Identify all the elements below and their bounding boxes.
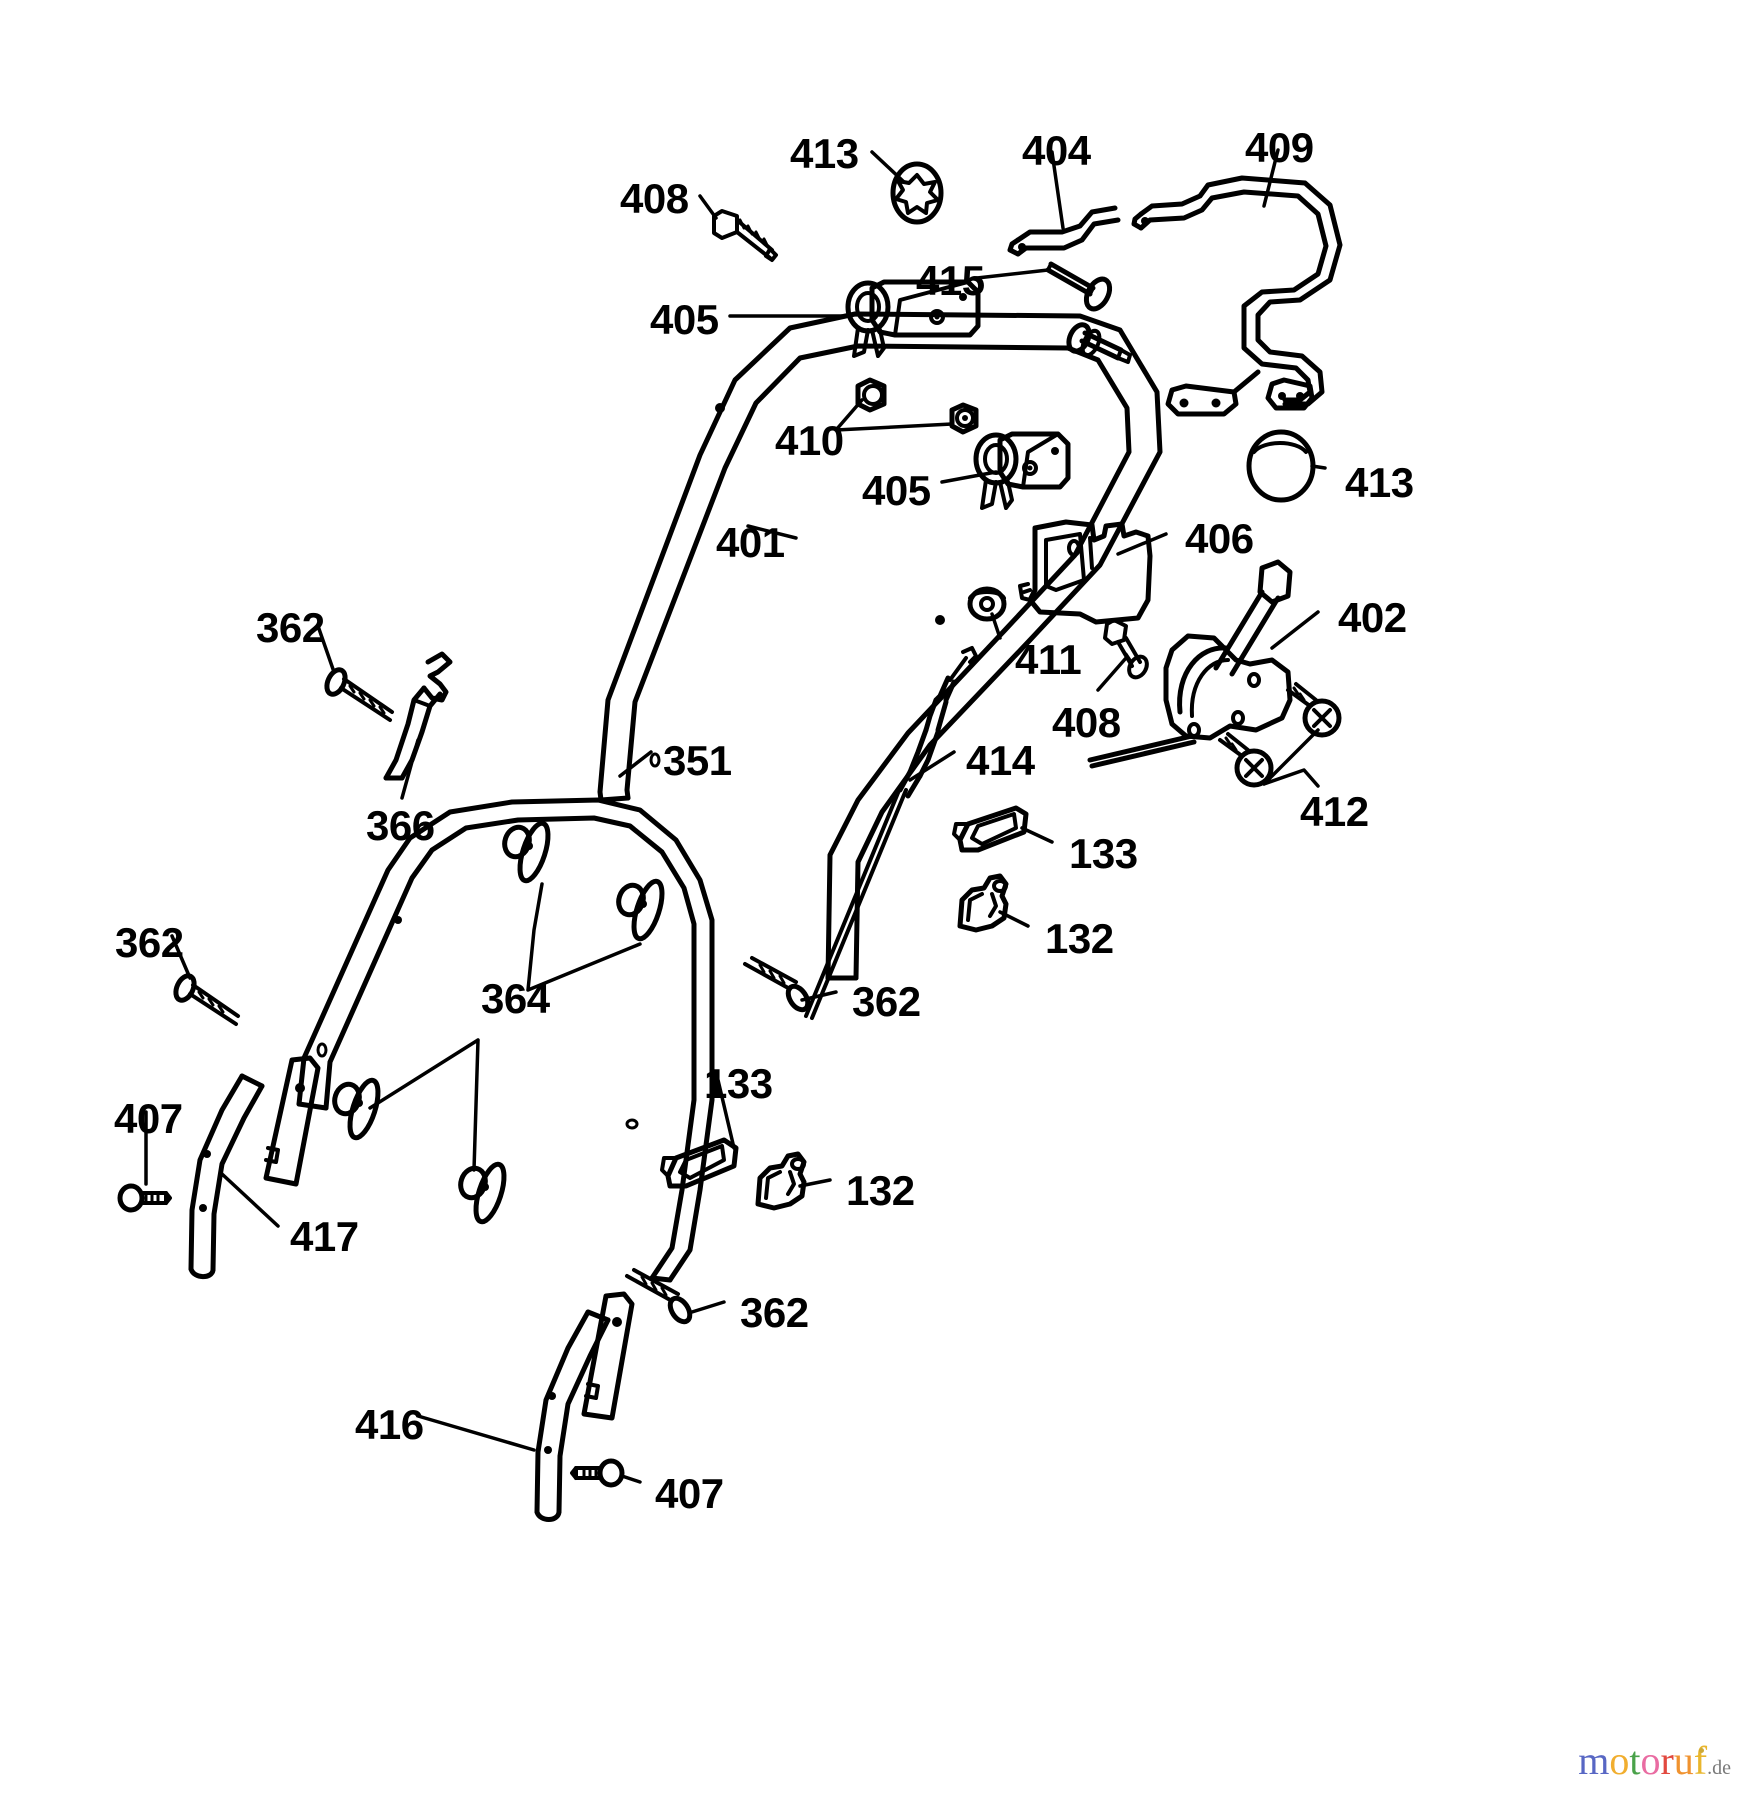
part-351-lower-handle — [296, 797, 715, 1283]
part-362-screw-b — [173, 973, 240, 1026]
callout-351: 351 — [663, 737, 732, 784]
callout-405-upper: 405 — [650, 296, 719, 343]
callout-362-lower: 362 — [740, 1289, 809, 1336]
callout-132-lower: 132 — [846, 1167, 915, 1214]
part-413-knob-cap — [1246, 429, 1316, 503]
callout-408-lower: 408 — [1052, 699, 1121, 746]
callout-404: 404 — [1022, 127, 1091, 174]
wm-letter-f: f — [1693, 1738, 1708, 1783]
wm-letter-t: t — [1629, 1738, 1641, 1783]
part-405-upper-clamp — [845, 279, 981, 358]
callout-407-bottom: 407 — [655, 1470, 724, 1517]
part-362-screw-d — [625, 1268, 693, 1325]
part-417-side-plate — [263, 1055, 321, 1187]
part-405-lower-clamp — [973, 431, 1071, 510]
callout-401: 401 — [716, 519, 785, 566]
part-408-screw-lower — [1103, 618, 1149, 680]
callout-366: 366 — [366, 802, 435, 849]
part-362-screw-a — [324, 667, 394, 722]
part-366-cable-clip — [383, 651, 453, 781]
callout-133-lower: 133 — [704, 1060, 773, 1107]
callout-402: 402 — [1338, 594, 1407, 641]
callout-416: 416 — [355, 1401, 424, 1448]
part-406-control-bracket — [1018, 519, 1153, 625]
part-407-screw-left — [117, 1183, 172, 1213]
part-417-lower-handle-left — [188, 1073, 265, 1280]
wm-tld: .de — [1707, 1757, 1731, 1779]
callout-362-upper-left: 362 — [256, 604, 325, 651]
part-412-phillips-screws — [1218, 682, 1342, 788]
callout-412: 412 — [1300, 788, 1369, 835]
part-408-screw-top — [712, 209, 778, 262]
motoruf-watermark: motoruf.de — [1578, 1741, 1731, 1788]
callout-364: 364 — [481, 975, 550, 1022]
part-133-clip-upper — [952, 805, 1029, 853]
callout-413-knob: 413 — [1345, 459, 1414, 506]
leader-lines — [144, 148, 1327, 1484]
part-414-control-cable — [804, 646, 978, 1020]
callout-362-middle: 362 — [852, 978, 921, 1025]
part-415-pins — [1045, 261, 1132, 364]
part-416-side-plate — [581, 1291, 635, 1421]
part-407-screw-bottom — [570, 1458, 625, 1488]
part-404-bail-bar — [1007, 205, 1121, 257]
callout-405-lower: 405 — [862, 467, 931, 514]
callout-417: 417 — [290, 1213, 359, 1260]
part-364-wing-knobs — [332, 820, 665, 1225]
callout-413-top: 413 — [790, 130, 859, 177]
part-132-connector-lower — [755, 1151, 807, 1211]
part-132-connector-upper — [957, 873, 1009, 933]
part-411-washer — [967, 586, 1007, 622]
callout-133-upper: 133 — [1069, 830, 1138, 877]
wm-letter-o2: o — [1640, 1738, 1661, 1783]
wm-letter-o1: o — [1609, 1738, 1630, 1783]
callout-132-upper: 132 — [1045, 915, 1114, 962]
callout-406: 406 — [1185, 515, 1254, 562]
callout-408-top: 408 — [620, 175, 689, 222]
wm-letter-m: m — [1578, 1738, 1610, 1783]
callout-414: 414 — [966, 737, 1035, 784]
callout-415: 415 — [916, 257, 985, 304]
part-413-star-washer — [890, 161, 944, 225]
callout-409: 409 — [1245, 124, 1314, 171]
callout-410: 410 — [775, 417, 844, 464]
callout-362-left: 362 — [115, 919, 184, 966]
callout-407-left: 407 — [114, 1095, 183, 1142]
part-133-clip-lower — [660, 1137, 739, 1189]
part-409-bail-handle — [1131, 175, 1343, 417]
wm-letter-r: r — [1660, 1738, 1674, 1783]
wm-letter-u: u — [1673, 1738, 1694, 1783]
callout-411: 411 — [1015, 636, 1082, 683]
part-402-throttle-control — [1087, 559, 1293, 769]
part-362-screw-c — [743, 956, 811, 1013]
